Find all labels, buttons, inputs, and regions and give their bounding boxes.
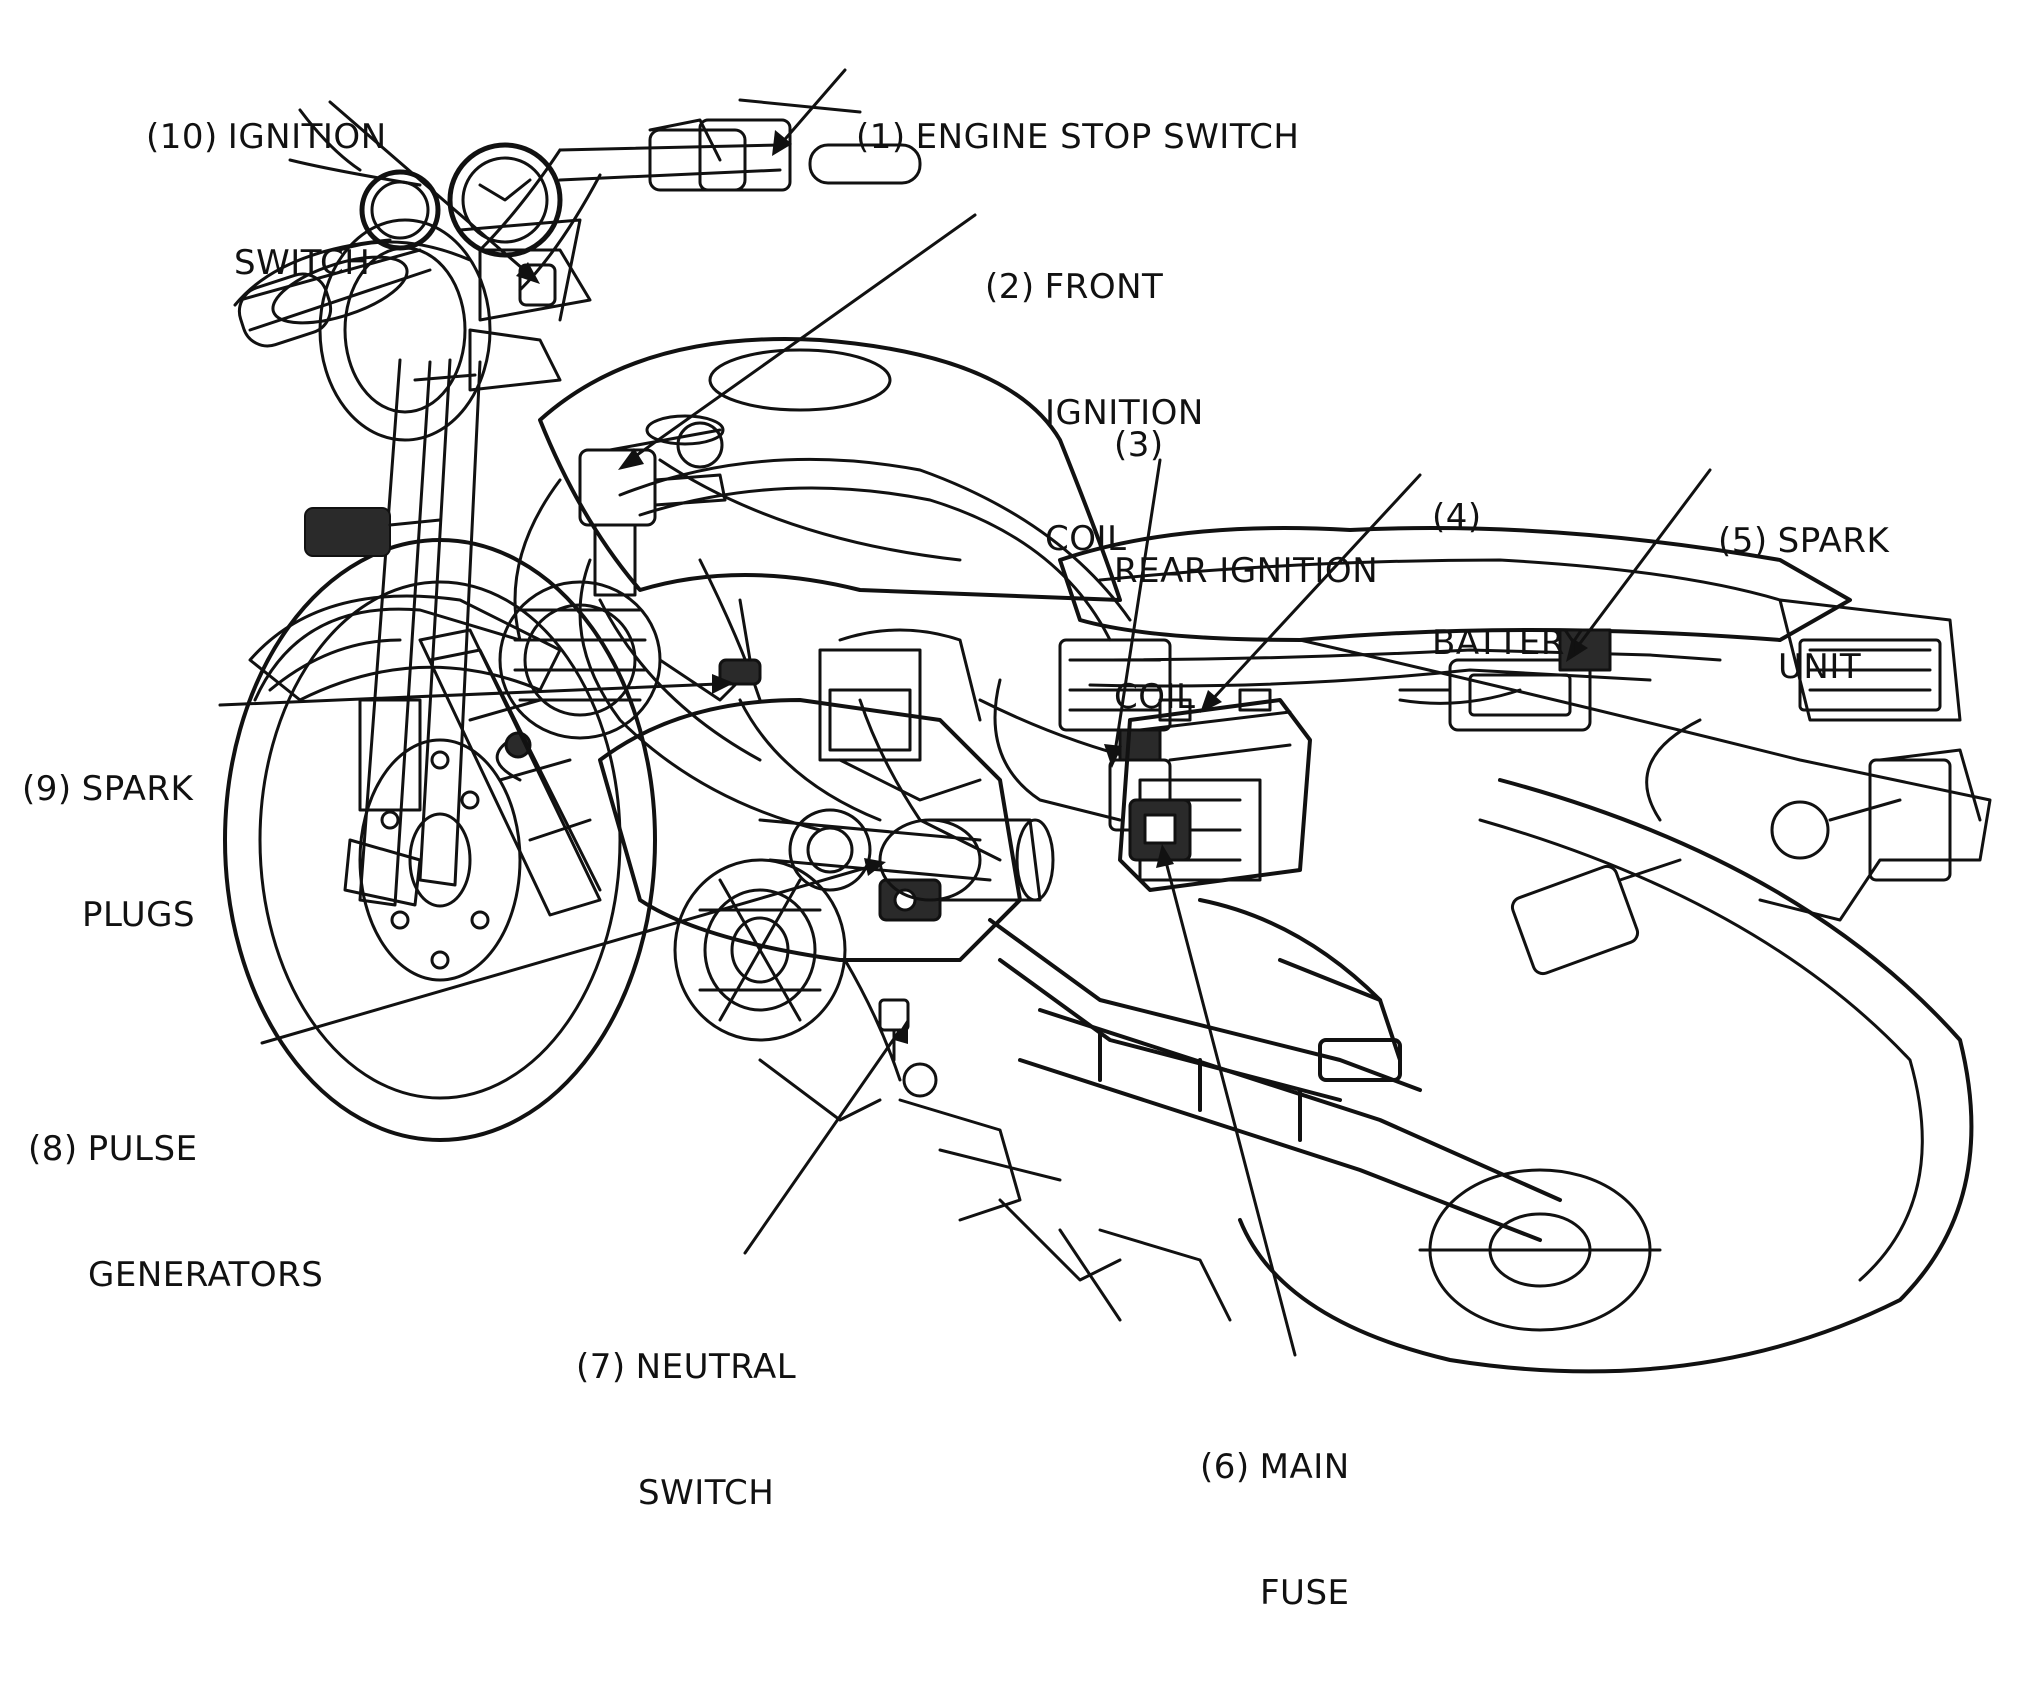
pulse-generator (788, 808, 942, 922)
fuel-tank (538, 337, 1122, 602)
callout-pulse-generators: (8)PULSE GENERATORS (28, 1129, 324, 1295)
leader-ignition-switch (328, 100, 532, 277)
footpegs-and-stand (758, 1058, 1232, 1322)
leader-spark-unit (1573, 468, 1712, 652)
handlebars (233, 98, 922, 348)
leader-front-ignition-coil (628, 213, 977, 462)
leader-rear-ignition-coil (1113, 458, 1162, 754)
leader-main-fuse (1163, 856, 1297, 1357)
starter-motor (878, 818, 1055, 902)
ignition-system-diagram: (10)IGNITION SWITCH (1)ENGINE STOP SWITC… (22, 68, 1992, 1613)
callout-spark-plugs: (9)SPARK PLUGS (22, 769, 196, 935)
ignition-switch (468, 248, 592, 392)
leader-neutral-switch (743, 1028, 902, 1255)
callout-front-ignition-coil: (2)FRONT IGNITION COIL (985, 267, 1204, 559)
engine-block (598, 648, 1022, 962)
swingarm (1018, 1008, 1562, 1242)
seat (1058, 526, 1852, 642)
callout-rear-ignition-coil: (3) REAR IGNITION COIL (1114, 425, 1379, 717)
leader-pulse-generators (260, 864, 874, 1045)
alternator-cover (673, 858, 902, 1082)
leader-engine-stop-switch (778, 68, 847, 147)
rear-fender (1298, 638, 1992, 922)
callout-neutral-switch: (7)NEUTRAL SWITCH (576, 1347, 797, 1513)
leader-lines (218, 68, 1712, 1357)
callout-spark-unit: (5)SPARK UNIT (1718, 521, 1890, 687)
engine-radiator (418, 628, 602, 917)
battery (1118, 688, 1312, 892)
taillight (1778, 598, 1962, 722)
callout-battery: (4) BATTERY (1432, 497, 1585, 663)
frame-spine (988, 898, 1422, 1102)
main-fuse (1128, 798, 1192, 862)
front-cylinder (495, 580, 762, 782)
rear-wheel (1238, 778, 1974, 1374)
front-fork (343, 358, 482, 907)
front-turn-signal (304, 507, 442, 557)
callout-main-fuse: (6)MAIN FUSE (1200, 1447, 1350, 1613)
front-fender (248, 594, 562, 702)
callout-ignition-switch: (10)IGNITION SWITCH (146, 117, 387, 283)
neutral-switch (878, 998, 938, 1098)
rear-turn-signal (1510, 798, 1902, 976)
leader-spark-plugs (218, 682, 720, 707)
motorcycle-line-drawing (218, 68, 1992, 1374)
speedometer (359, 142, 563, 258)
leader-battery (1208, 473, 1422, 704)
callout-engine-stop-switch: (1)ENGINE STOP SWITCH (856, 117, 1300, 157)
